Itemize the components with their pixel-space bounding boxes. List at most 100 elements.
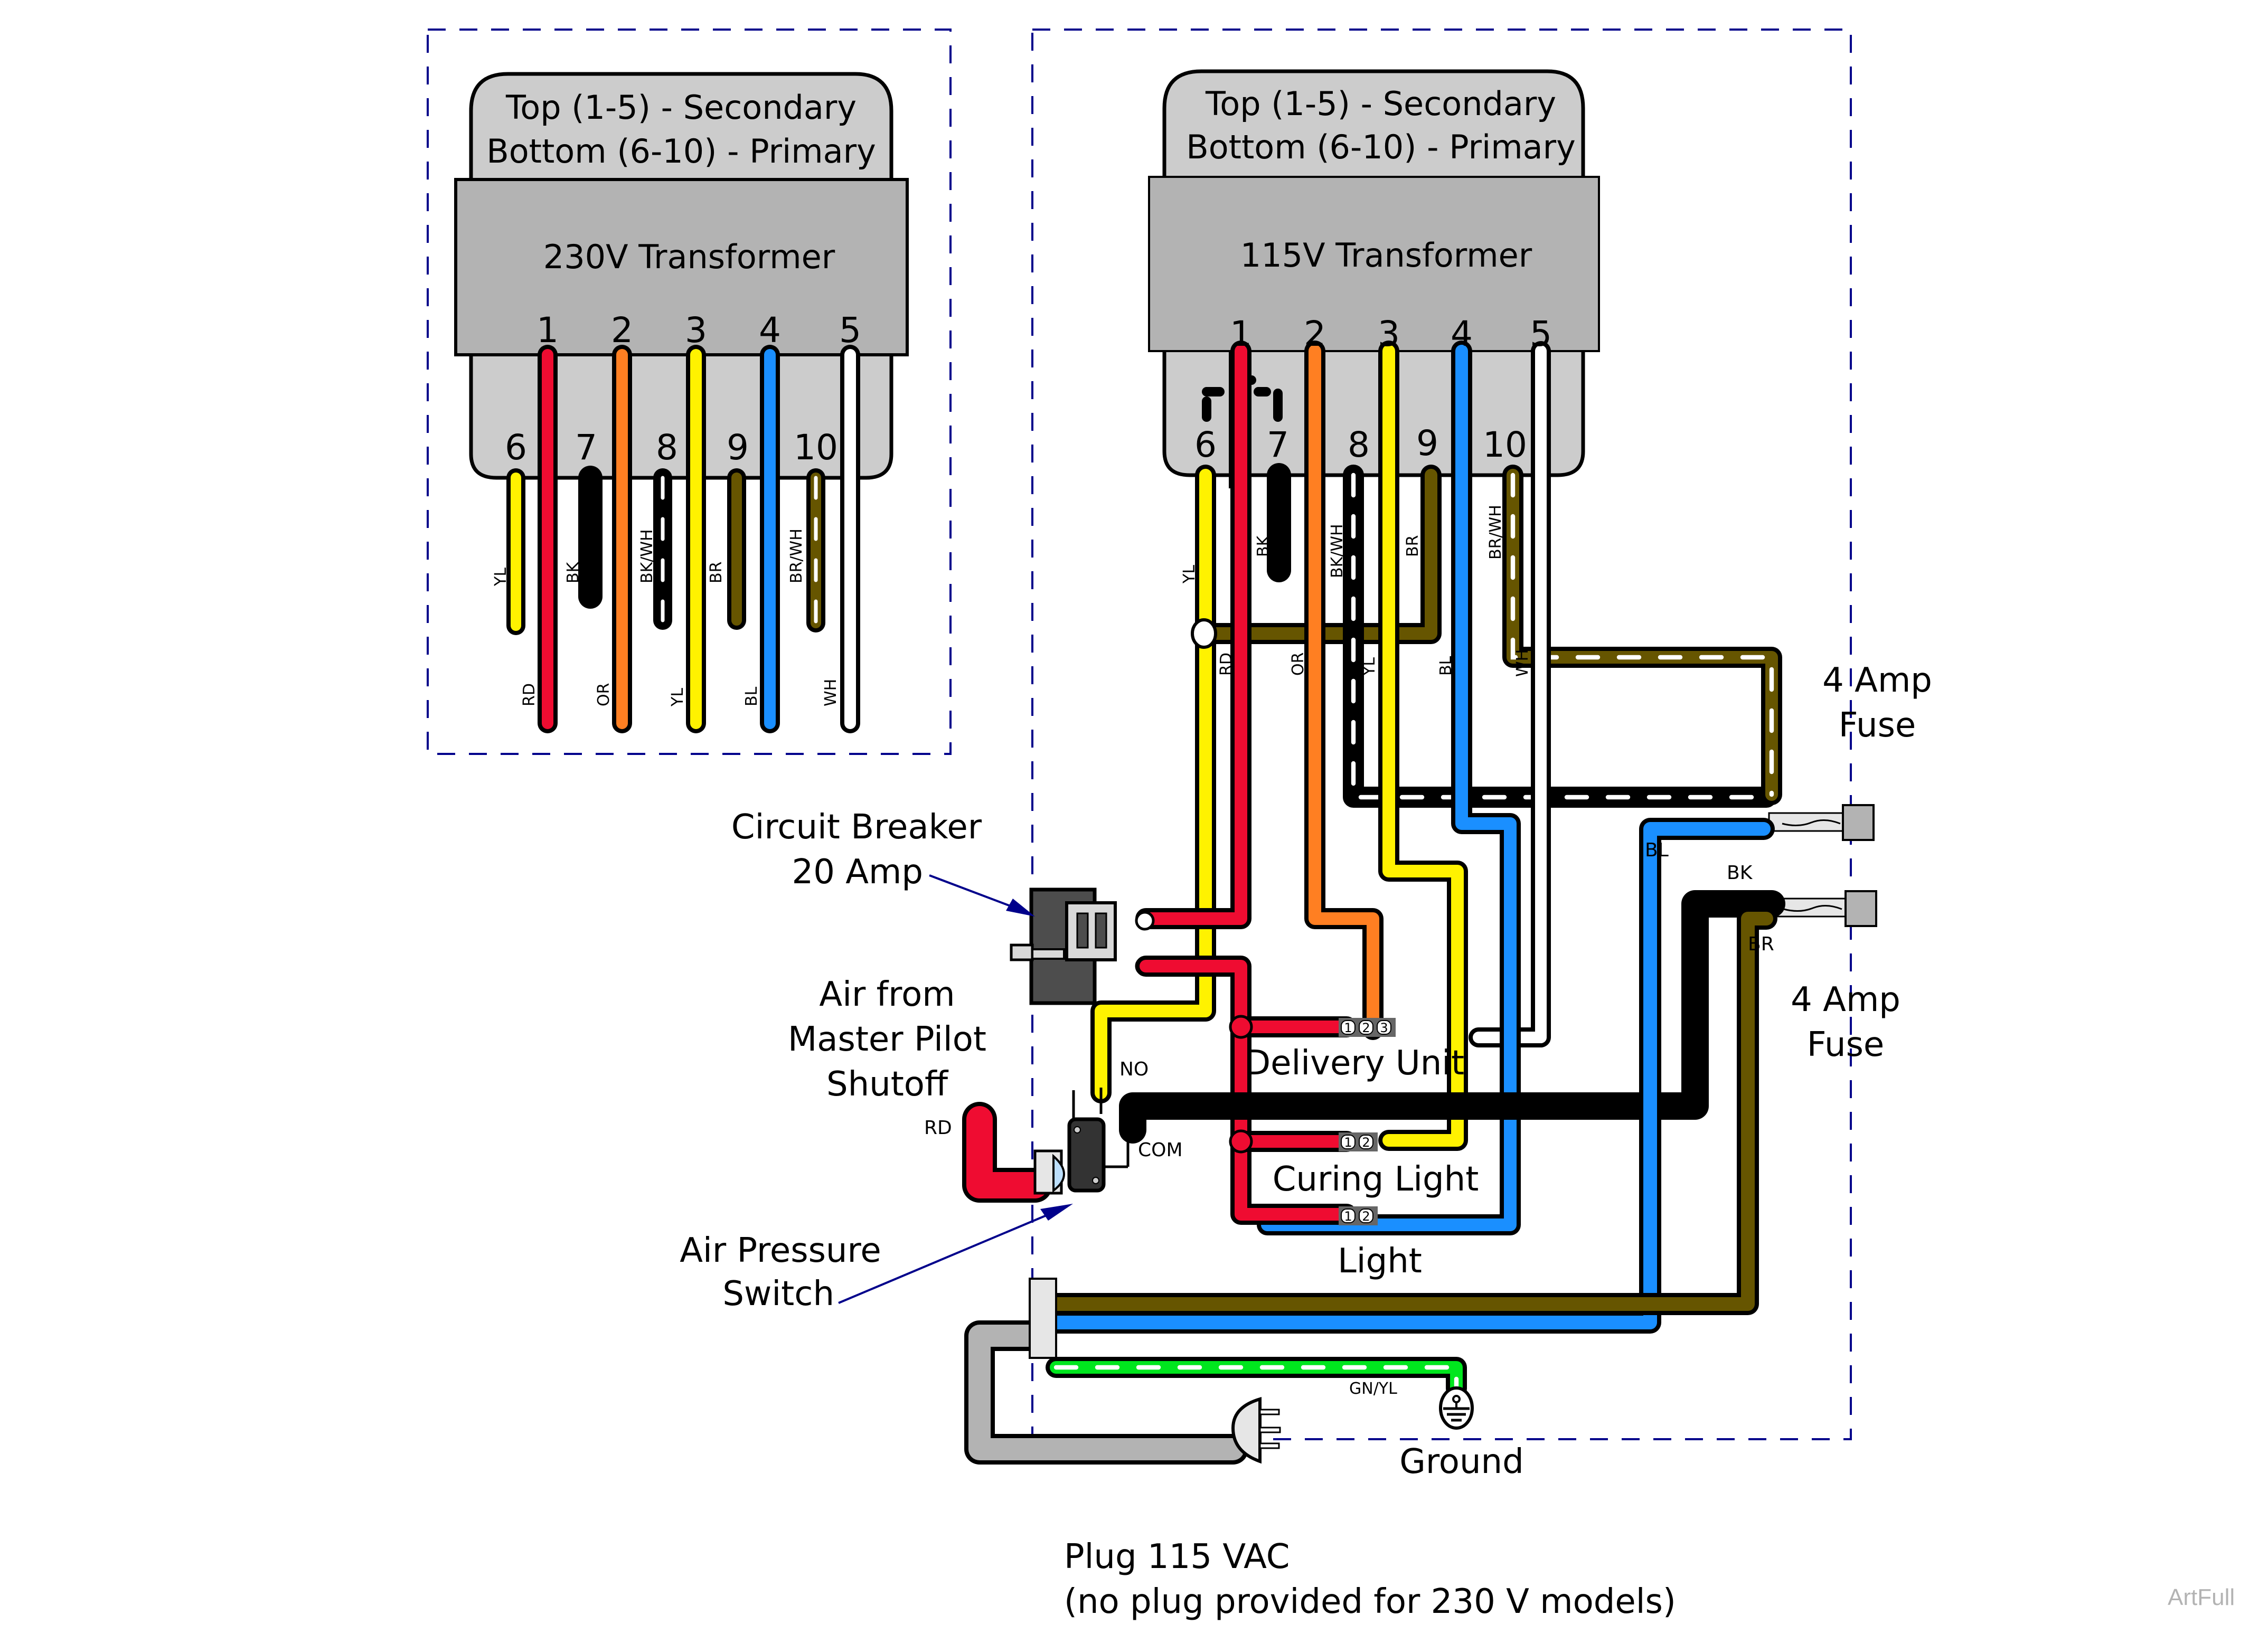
boundary-230v [427,29,952,755]
terminal-number: 2 [1362,1021,1370,1035]
t115-pin-3: 3 [1378,314,1400,354]
switch-com-label: COM [1138,1139,1183,1161]
t115-header-2: Bottom (6-10) - Primary [1186,128,1576,166]
fuse-top[interactable] [1768,804,1875,841]
fuse-bottom-label-2: Fuse [1807,1025,1885,1064]
t230-header-1: Top (1-5) - Secondary [505,88,857,127]
air-pressure-switch[interactable] [1033,1088,1130,1195]
ground-icon [1439,1386,1474,1430]
light-label: Light [1338,1242,1422,1281]
t230-label-bkwh: BK/WH [638,529,656,583]
t230-wire-labels: YL BK BK/WH BR BR/WH RD OR YL BL WH [492,528,840,707]
wire-115-yl-3 [1378,341,1468,1151]
air-source-label-2: Master Pilot [788,1020,986,1059]
wire-115-or-2 [1304,341,1384,1040]
t115-label-bkwh: BK/WH [1328,524,1347,578]
t230-header-2: Bottom (6-10) - Primary [486,132,876,171]
t115-label-bk: BK [1254,535,1273,557]
t115-wire-labels: YL BK BK/WH BR BR/WH RD OR YL BL WH [1180,505,1532,677]
plug-icon[interactable] [1231,1396,1281,1464]
circuit-breaker-label-2: 20 Amp [792,853,923,892]
t230-pin-9: 9 [727,427,749,468]
terminal-number: 1 [1344,1135,1352,1150]
t115-pin-1: 1 [1230,314,1252,354]
t230-pin-4: 4 [759,310,781,351]
t230-pin-6: 6 [505,427,527,468]
t230-label-bk: BK [564,561,582,583]
t115-pin-6: 6 [1194,424,1217,465]
wire-air-tube-rd [962,1102,1052,1203]
t115-label-yl: YL [1180,565,1199,584]
cord-clamp [1029,1278,1057,1359]
air-source-label-3: Shutoff [826,1065,949,1104]
t115-label-yl2: YL [1360,657,1379,676]
t230-pin-2: 2 [611,310,633,351]
wire-gnyl-ground [1046,1357,1467,1399]
boundary-115v [1031,29,1852,1440]
curing-light-label: Curing Light [1273,1160,1479,1199]
t115-pin-10: 10 [1483,424,1527,465]
air-source-label-1: Air from [819,975,955,1014]
fuse-wire-bk-label: BK [1727,862,1753,884]
terminal-number: 1 [1344,1021,1352,1035]
t115-title: 115V Transformer [1240,236,1532,275]
wire-blue-fuse [1045,818,1775,1334]
t115-label-or: OR [1289,653,1307,676]
fuse-bottom[interactable] [1769,890,1877,927]
transformer-230v: Top (1-5) - Secondary Bottom (6-10) - Pr… [454,72,909,494]
wire-115-yl-6 [1090,465,1216,1103]
fuse-wire-bl-label: BL [1645,839,1669,861]
ground-label: Ground [1399,1442,1523,1481]
terminal-number: 1 [1344,1209,1352,1224]
t230-pin-5: 5 [839,310,861,351]
wire-junction [1191,618,1217,649]
t115-label-brwh: BR/WH [1486,505,1505,560]
wire-115-br-9 [1193,465,1442,644]
wire-cord-gray [964,1320,1248,1465]
main-wiring [962,818,1785,1465]
t230-label-wh: WH [822,679,840,706]
t115-pin-2: 2 [1304,314,1326,354]
wire-red-breaker-out [1135,956,1357,1225]
t230-pin-8: 8 [656,427,678,468]
watermark: ArtFull [2168,1584,2235,1610]
air-tube-rd-label: RD [924,1117,952,1139]
wire-115-rd-1 [1135,341,1251,929]
t230-label-br: BR [707,562,726,583]
wire-brown-fuse [1045,908,1777,1315]
circuit-breaker[interactable] [1010,887,1155,1005]
t230-label-brwh: BR/WH [787,528,806,583]
t115-pin-8: 8 [1348,424,1370,465]
wire-black-com [1119,890,1785,1144]
air-switch-label-2: Switch [722,1274,834,1314]
t115-pin-9: 9 [1416,423,1438,464]
t115-pins: 1 2 3 4 5 6 7 8 9 10 [1194,314,1552,465]
t230-pin-7: 7 [575,427,597,468]
t230-label-bl: BL [742,686,761,706]
wire-115-brwh-10 [1502,465,1782,805]
t230-label-yl2: YL [669,688,687,707]
t115-label-wh: WH [1513,649,1532,677]
fuse-bottom-label-1: 4 Amp [1791,980,1900,1019]
t115-wires [1090,341,1782,1235]
wire-115-wh-5 [1469,341,1551,1047]
wire-115-bkwh-8 [1343,465,1777,808]
delivery-unit-label: Delivery Unit [1245,1044,1464,1083]
t230-label-or: OR [595,683,613,706]
fuse-wire-br-label: BR [1748,933,1774,955]
t230-pin-10: 10 [794,427,838,468]
t115-pin-5: 5 [1530,314,1552,354]
t230-wires [506,345,860,733]
fuse-top-label-1: 4 Amp [1822,661,1932,700]
plug-label-1: Plug 115 VAC [1064,1537,1290,1576]
t115-pin-4: 4 [1451,314,1473,354]
t230-pin-3: 3 [685,310,707,351]
t115-pin-7: 7 [1267,424,1289,465]
terminal-number: 2 [1362,1209,1370,1224]
plug-label-2: (no plug provided for 230 V models) [1064,1582,1676,1621]
t230-title: 230V Transformer [543,238,835,276]
